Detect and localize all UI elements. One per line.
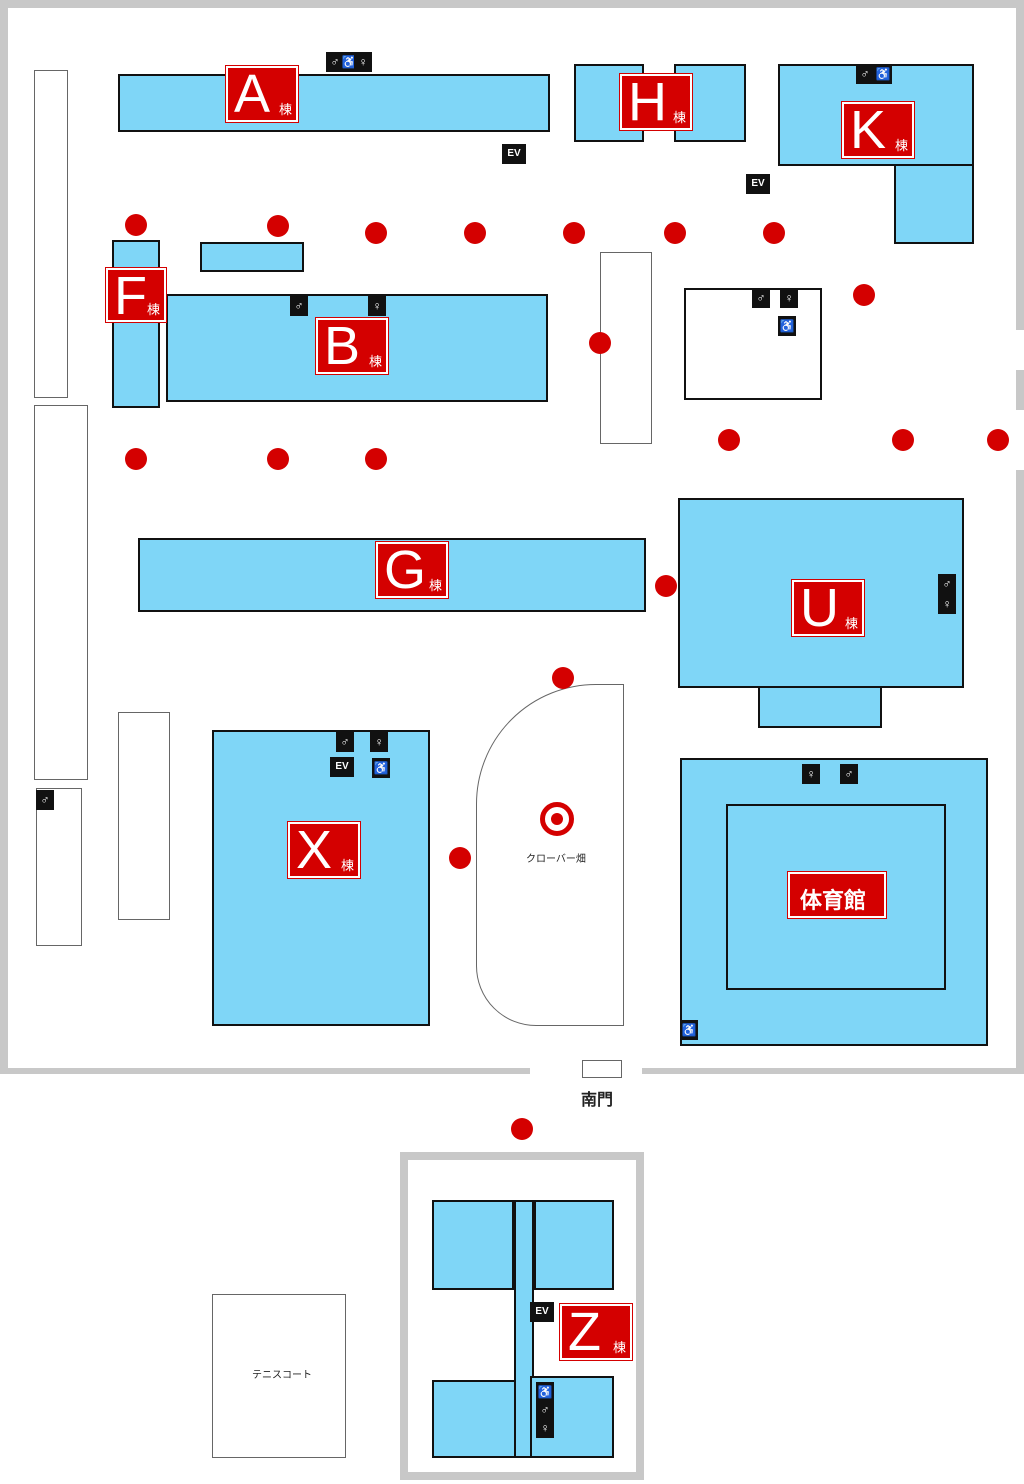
building-x[interactable] xyxy=(212,730,430,1026)
restroom-icon: ♂ xyxy=(752,288,770,308)
entrance-marker xyxy=(365,222,387,244)
restroom-icon: ♂ xyxy=(840,764,858,784)
restroom-icon: ♂ xyxy=(290,296,308,316)
left-strip-2 xyxy=(34,405,88,780)
entrance-marker xyxy=(125,448,147,470)
entrance-marker xyxy=(464,222,486,244)
restroom-icon: ♂ xyxy=(856,64,874,84)
accessible-restroom-icon: ♿ xyxy=(778,316,796,336)
entrance-marker xyxy=(763,222,785,244)
restroom-icon: ♀ xyxy=(370,732,388,752)
restroom-icon: ♀ xyxy=(938,594,956,614)
building-a[interactable] xyxy=(118,74,550,132)
building-z-corridor[interactable] xyxy=(514,1200,534,1458)
campus-wall-bottom-left xyxy=(0,1068,530,1074)
building-u-bottom[interactable] xyxy=(758,686,882,728)
restroom-icon: ♀ xyxy=(354,52,372,72)
entrance-marker xyxy=(655,575,677,597)
campus-wall-left xyxy=(0,0,8,1074)
accessible-restroom-icon: ♿ xyxy=(874,64,892,84)
campus-wall-right xyxy=(1016,0,1024,330)
accessible-restroom-icon: ♿ xyxy=(372,758,390,778)
clover-field-label: クローバー畑 xyxy=(526,854,586,865)
accessible-restroom-icon: ♿ xyxy=(340,52,358,72)
entrance-marker xyxy=(664,222,686,244)
entrance-marker xyxy=(267,215,289,237)
entrance-marker xyxy=(511,1118,533,1140)
accessible-restroom-icon: ♿ xyxy=(536,1382,554,1402)
clover-field-marker-icon xyxy=(540,802,574,836)
entrance-marker xyxy=(267,448,289,470)
restroom-icon: ♀ xyxy=(780,288,798,308)
entrance-marker xyxy=(589,332,611,354)
tennis-court xyxy=(212,1294,346,1458)
left-strip-1 xyxy=(34,70,68,398)
building-z-top-right[interactable] xyxy=(534,1200,614,1290)
campus-wall-right-lower xyxy=(1016,370,1024,410)
accessible-restroom-icon: ♿ xyxy=(680,1020,698,1040)
label-gymnasium: 体育館 xyxy=(788,872,886,918)
entrance-marker xyxy=(987,429,1009,451)
tennis-court-label: テニスコート xyxy=(252,1370,312,1381)
entrance-marker xyxy=(563,222,585,244)
building-z-bottom-left[interactable] xyxy=(432,1380,516,1458)
elevator-icon: EV xyxy=(330,757,354,777)
elevator-icon: EV xyxy=(530,1302,554,1322)
south-gate-label: 南門 xyxy=(581,1092,614,1109)
restroom-icon: ♂ xyxy=(36,790,54,810)
entrance-marker xyxy=(449,847,471,869)
elevator-icon: EV xyxy=(746,174,770,194)
left-strip-3 xyxy=(36,788,82,946)
restroom-icon: ♂ xyxy=(326,52,344,72)
restroom-icon: ♀ xyxy=(368,296,386,316)
campus-wall-top xyxy=(0,0,1024,8)
campus-wall-bottom-right xyxy=(642,1068,1024,1074)
elevator-icon: EV xyxy=(502,144,526,164)
restroom-icon: ♀ xyxy=(802,764,820,784)
entrance-marker xyxy=(718,429,740,451)
building-b-top[interactable] xyxy=(200,242,304,272)
building-z-top-left[interactable] xyxy=(432,1200,514,1290)
entrance-marker xyxy=(125,214,147,236)
entrance-marker xyxy=(365,448,387,470)
z-compound-wall xyxy=(400,1152,644,1480)
entrance-marker xyxy=(892,429,914,451)
building-k-wing[interactable] xyxy=(894,164,974,244)
south-gate-marker xyxy=(582,1060,622,1078)
restroom-icon: ♂ xyxy=(938,574,956,594)
restroom-icon: ♂ xyxy=(536,1400,554,1420)
restroom-icon: ♂ xyxy=(336,732,354,752)
entrance-marker xyxy=(552,667,574,689)
restroom-icon: ♀ xyxy=(536,1418,554,1438)
campus-wall-right-lower2 xyxy=(1016,470,1024,1074)
storage-building xyxy=(118,712,170,920)
entrance-marker xyxy=(853,284,875,306)
